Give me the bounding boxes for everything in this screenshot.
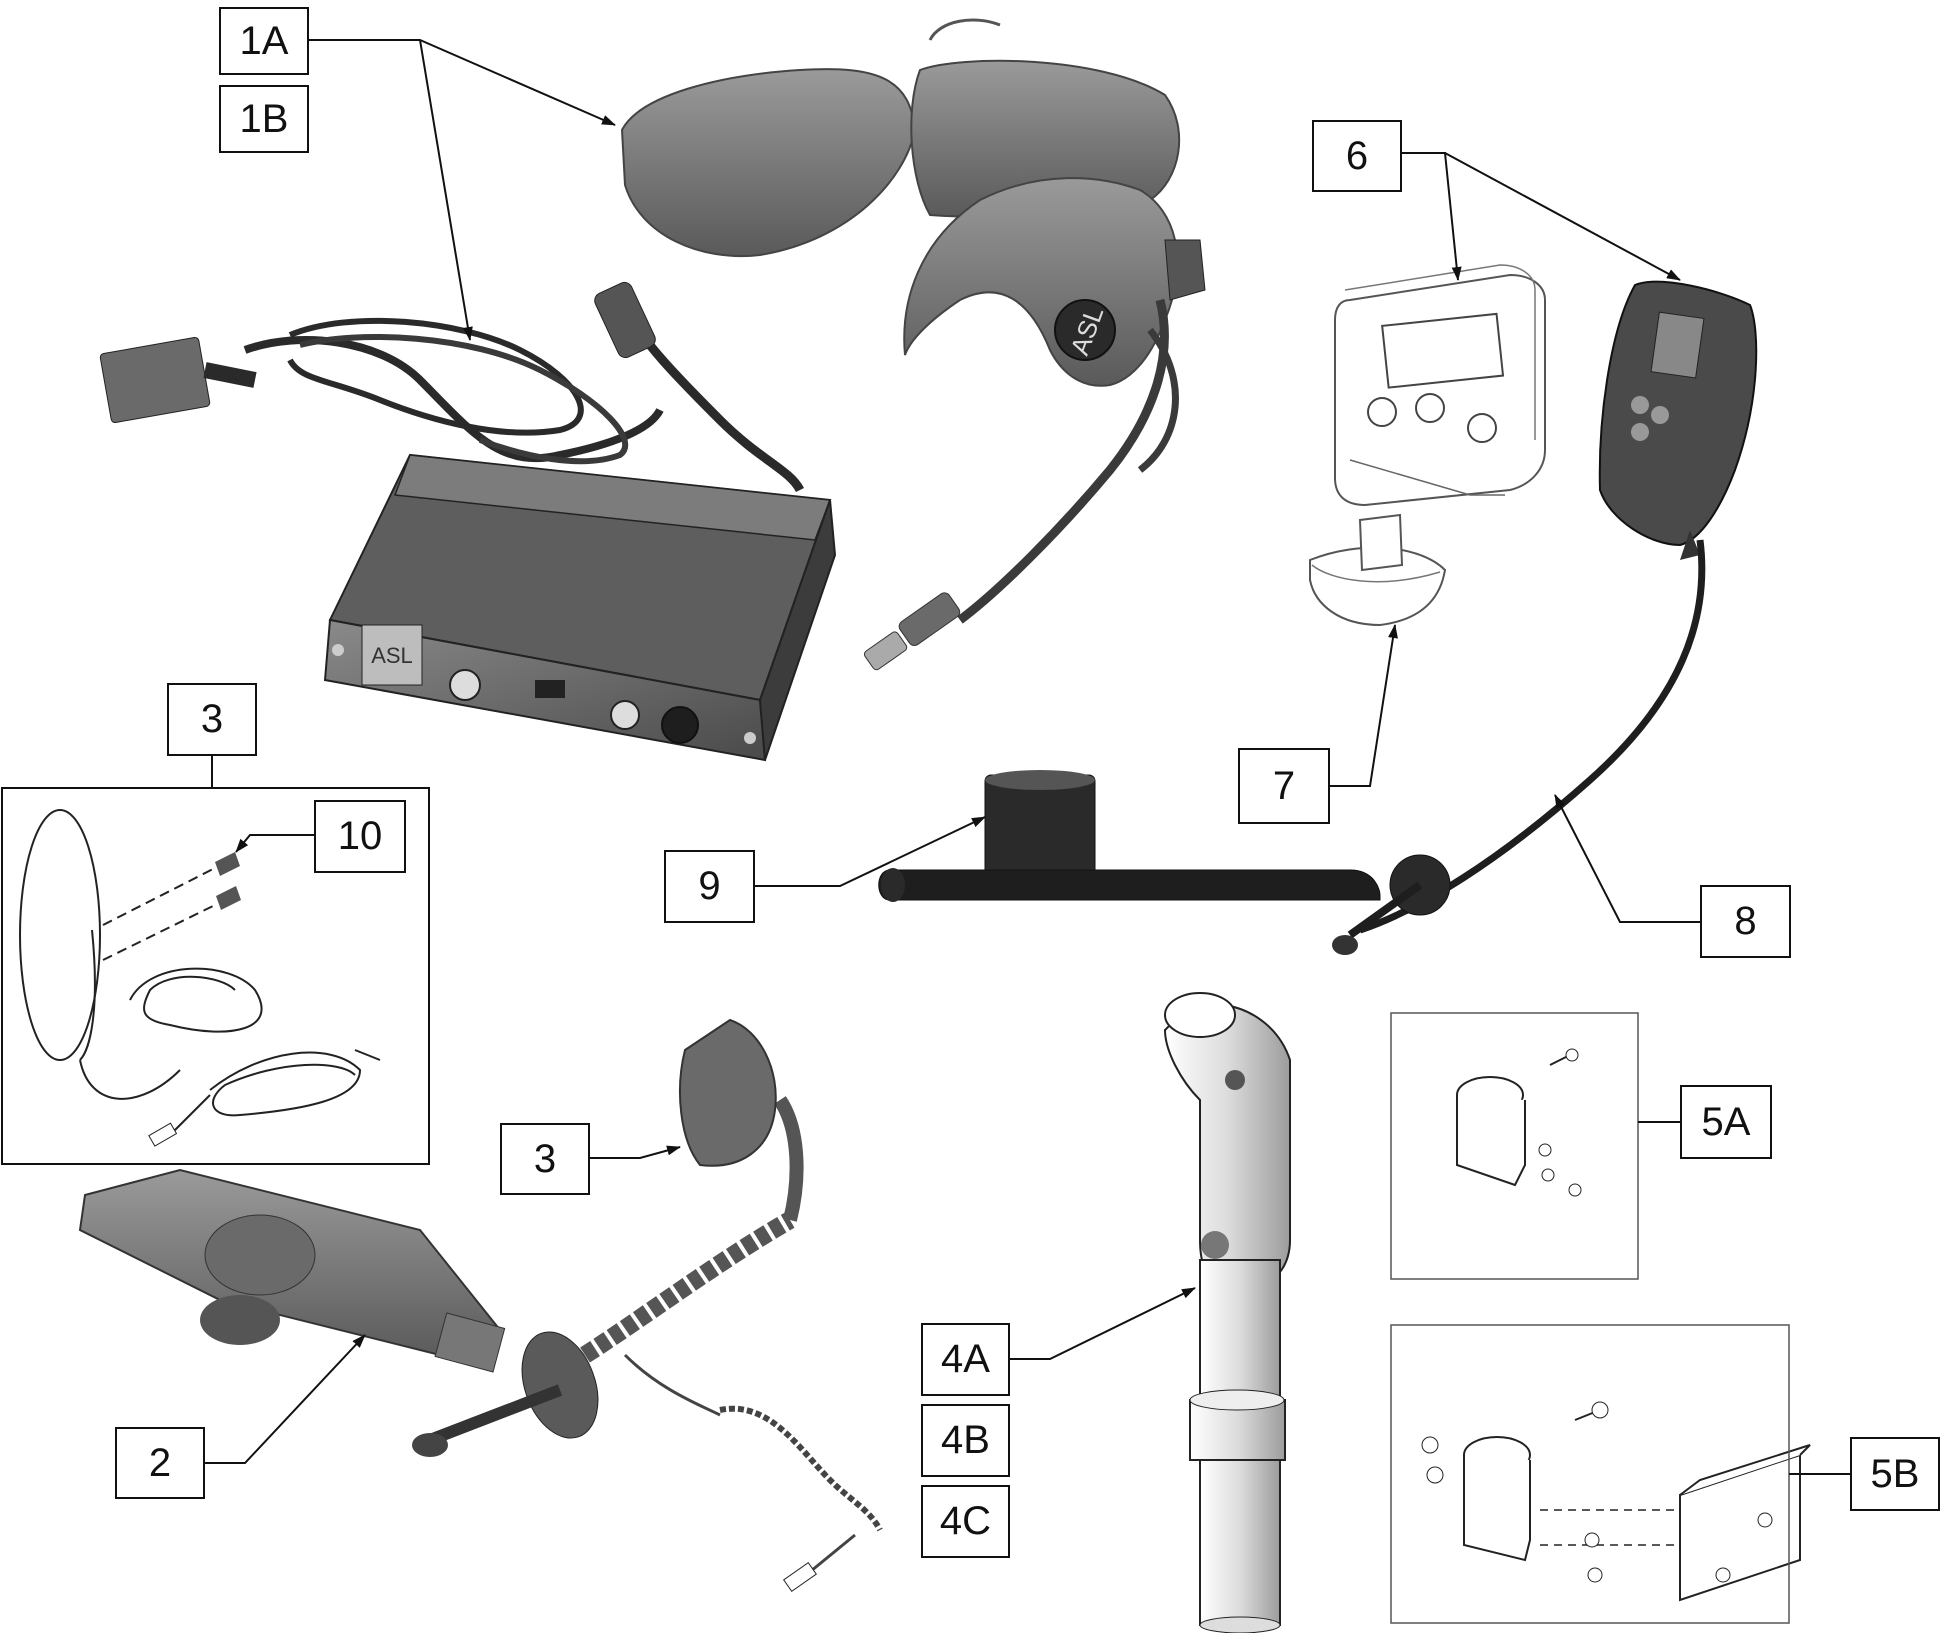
clamp-5a-frame: [1390, 1012, 1639, 1280]
headrest-illustration: ASL: [620, 18, 1206, 671]
clamp-5b-illustration: [1421, 1401, 1811, 1602]
vertical-post-illustration: [1163, 992, 1291, 1634]
clamp-5a-illustration: [1456, 1048, 1582, 1197]
callout-4c: 4C: [921, 1485, 1010, 1558]
pad-kit-illustration: [19, 809, 381, 1147]
display-arm-illustration: [1358, 280, 1758, 934]
callout-5b: 5B: [1850, 1437, 1940, 1511]
display-outline-illustration: [1334, 264, 1546, 507]
callout-7: 7: [1238, 748, 1330, 824]
callout-9: 9: [664, 850, 755, 923]
mount-arm-illustration: [78, 1018, 883, 1593]
callout-3-mid: 3: [500, 1123, 590, 1195]
pad-kit-frame: [1, 787, 430, 1165]
callout-5a: 5A: [1680, 1085, 1772, 1159]
callout-1b: 1B: [219, 85, 309, 153]
callout-4a: 4A: [921, 1323, 1010, 1396]
display-mount-illustration: [1309, 513, 1447, 627]
callout-2: 2: [115, 1427, 205, 1499]
control-box-illustration: ASL: [99, 281, 837, 762]
callout-3-top: 3: [167, 683, 257, 756]
leader-lines: [205, 39, 1850, 1475]
callout-1a: 1A: [219, 7, 309, 75]
control-box-logo-text: ASL: [371, 643, 413, 668]
callout-8: 8: [1700, 885, 1791, 958]
callout-4b: 4B: [921, 1404, 1010, 1477]
callout-6: 6: [1312, 120, 1402, 192]
swing-arm-illustration: [878, 770, 1451, 955]
callout-10: 10: [314, 800, 406, 873]
